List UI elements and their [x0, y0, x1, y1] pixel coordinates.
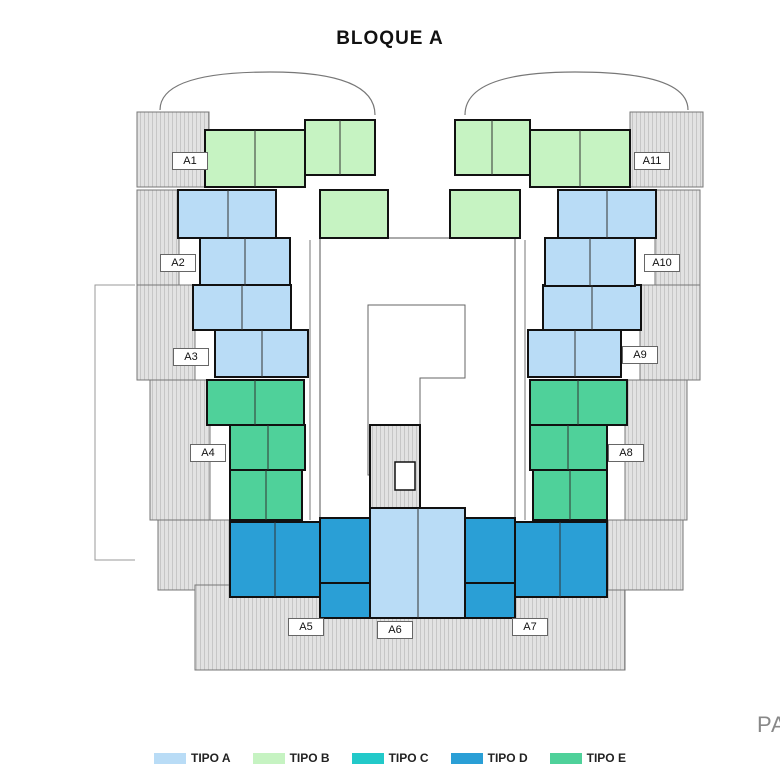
unit-label-a4[interactable]: A4: [190, 444, 226, 462]
unit-label-a5[interactable]: A5: [288, 618, 324, 636]
floor-plan: [94, 71, 704, 671]
unit-label-a9[interactable]: A9: [622, 346, 658, 364]
garden-outline: [94, 284, 135, 561]
legend-label-tipo-e: TIPO E: [586, 751, 626, 765]
legend-label-tipo-c: TIPO C: [388, 751, 429, 765]
legend: TIPO A TIPO B TIPO C TIPO D TIPO E: [0, 751, 780, 765]
legend-swatch-tipo-c: [351, 752, 384, 764]
unit-label-a11[interactable]: A11: [634, 152, 670, 170]
legend-item-tipo-b: TIPO B: [252, 751, 330, 765]
brand-logo-text: PA: [757, 712, 780, 737]
legend-item-tipo-c: TIPO C: [351, 751, 429, 765]
unit-label-a3[interactable]: A3: [173, 348, 209, 366]
corridor-lines: [309, 240, 526, 520]
unit-a3-shape: [192, 284, 309, 378]
unit-label-a10[interactable]: A10: [644, 254, 680, 272]
legend-swatch-tipo-d: [450, 752, 483, 764]
legend-item-tipo-e: TIPO E: [549, 751, 626, 765]
legend-swatch-tipo-b: [252, 752, 285, 764]
unit-label-a8[interactable]: A8: [608, 444, 644, 462]
courtyard-inner-shape: [367, 304, 466, 476]
page-title: BLOQUE A: [336, 28, 444, 49]
elevator: [394, 461, 416, 491]
unit-label-a6[interactable]: A6: [377, 621, 413, 639]
interior-partitions: [227, 120, 608, 618]
unit-a4-shape: [206, 379, 306, 521]
unit-a10-shape: [544, 189, 657, 287]
legend-label-tipo-a: TIPO A: [191, 751, 231, 765]
unit-label-a2[interactable]: A2: [160, 254, 196, 272]
curved-balcony-left: [159, 71, 376, 116]
curved-balcony-right: [464, 71, 689, 116]
unit-label-a1[interactable]: A1: [172, 152, 208, 170]
legend-item-tipo-a: TIPO A: [154, 751, 231, 765]
legend-label-tipo-d: TIPO D: [487, 751, 528, 765]
unit-a7-shape: [464, 517, 608, 619]
legend-label-tipo-b: TIPO B: [289, 751, 330, 765]
legend-swatch-tipo-e: [549, 752, 582, 764]
legend-swatch-tipo-a: [154, 752, 187, 764]
terrace-areas: [136, 111, 704, 671]
unit-label-a7[interactable]: A7: [512, 618, 548, 636]
legend-item-tipo-d: TIPO D: [450, 751, 528, 765]
